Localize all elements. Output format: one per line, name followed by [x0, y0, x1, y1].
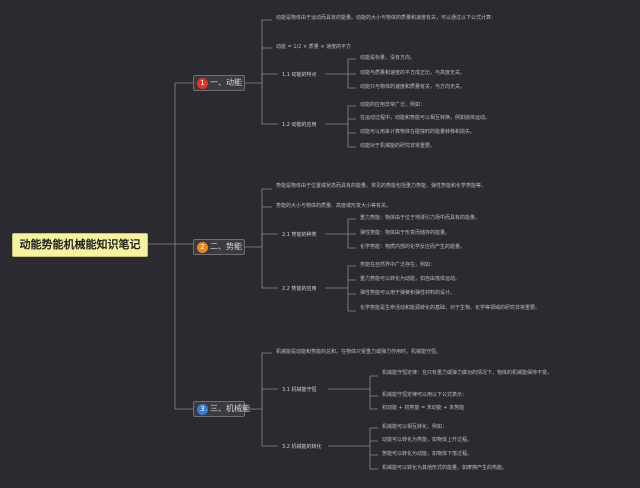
- branch-2-text-6: 势能在自然界中广泛存在，例如：: [360, 262, 436, 268]
- subtopic-1-1[interactable]: 1.1 动能的特点: [282, 72, 317, 78]
- branch-number-badge: 1: [197, 77, 208, 89]
- branch-2-text-3: 重力势能：物体由于位于地球引力场中而具有的能量。: [360, 215, 481, 221]
- branch-mechanical-energy[interactable]: 3 三、机械能: [193, 401, 250, 417]
- branch-1-text-6: 动能的应用非常广泛，例如：: [360, 102, 426, 108]
- branch-2-text-5: 化学势能：物质内部的化学反应而产生的能量。: [360, 244, 466, 250]
- branch-1-text-2: 动能 = 1/2 × 质量 × 速度的平方: [276, 44, 352, 50]
- branch-2-text-7: 重力势能可以转化为动能，如自由落体运动。: [360, 276, 461, 282]
- branch-3-text-7: 势能可以转化为动能，如物体下落过程。: [382, 451, 473, 457]
- branch-label: 一、动能: [210, 78, 242, 87]
- subtopic-2-1[interactable]: 2.1 势能的种类: [282, 232, 317, 238]
- branch-2-text-2: 势能的大小与物体的质量、高度或形变大小等有关。: [276, 203, 392, 209]
- branch-1-text-1: 动能是物体由于运动而具有的能量。动能的大小与物体的质量和速度有关，可以通过以下公…: [276, 15, 497, 21]
- branch-2-text-4: 弹性势能：物体由于形变而储存的能量。: [360, 230, 451, 236]
- branch-3-text-3: 机械能守恒定律可以用以下公式表示：: [382, 392, 468, 398]
- branch-3-text-8: 机械能可以转化为其他形式的能量，如摩擦产生的热能。: [382, 465, 508, 471]
- root-topic[interactable]: 动能势能机械能知识笔记: [12, 233, 148, 257]
- subtopic-1-2[interactable]: 1.2 动能的应用: [282, 122, 317, 128]
- branch-number-badge: 3: [197, 403, 208, 415]
- branch-1-text-8: 动能可以用来计算物体在碰撞时的能量转移和损失。: [360, 129, 476, 135]
- branch-3-text-2: 机械能守恒定律：在只有重力或弹力做功的情况下，物体的机械能保持不变。: [382, 370, 553, 376]
- branch-label: 二、势能: [210, 242, 242, 251]
- branch-3-text-5: 机械能可以相互转化，例如：: [382, 424, 448, 430]
- branch-1-text-4: 动能与质量和速度的平方成正比，与高度无关。: [360, 70, 466, 76]
- subtopic-2-2[interactable]: 2.2 势能的应用: [282, 286, 317, 292]
- branch-1-text-9: 动能对于机械能的研究非常重要。: [360, 143, 436, 149]
- subtopic-3-2[interactable]: 3.2 机械能的转化: [282, 444, 322, 450]
- branch-kinetic-energy[interactable]: 1 一、动能: [193, 75, 245, 91]
- branch-potential-energy[interactable]: 2 二、势能: [193, 239, 245, 255]
- branch-1-text-5: 动能只与物体的速度和质量有关，与方向无关。: [360, 84, 466, 90]
- branch-3-text-6: 动能可以转化为势能，如物体上升过程。: [382, 437, 473, 443]
- branch-2-text-9: 化学势能是生命活动和能源转化的基础，对于生物、化学等领域的研究非常重要。: [360, 305, 541, 311]
- branch-number-badge: 2: [197, 241, 208, 253]
- branch-3-text-4: 初动能 + 初势能 = 末动能 + 末势能: [382, 405, 465, 411]
- branch-label: 三、机械能: [210, 404, 250, 413]
- branch-1-text-7: 在运动过程中，动能和势能可以相互转换，例如抛体运动。: [360, 115, 491, 121]
- branch-1-text-3: 动能是标量，没有方向。: [360, 55, 416, 61]
- subtopic-3-1[interactable]: 3.1 机械能守恒: [282, 387, 317, 393]
- branch-3-text-1: 机械能是动能和势能的总和。在物体只受重力或弹力作用时，机械能守恒。: [276, 349, 442, 355]
- branch-2-text-1: 势能是物体由于位置或状态而具有的能量。常见的势能包括重力势能、弹性势能和化学势能…: [276, 183, 487, 189]
- branch-2-text-8: 弹性势能可以用于弹簧和弹性材料的设计。: [360, 290, 456, 296]
